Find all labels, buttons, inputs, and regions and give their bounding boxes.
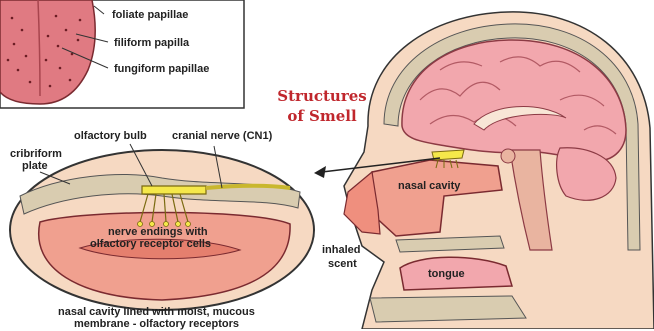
caption-line-2: membrane - olfactory receptors xyxy=(74,318,239,331)
label-foliate-papillae: foliate papillae xyxy=(112,9,188,22)
label-cribriform-line-2: plate xyxy=(22,160,48,173)
zoom-olfactory-bulb xyxy=(142,186,206,194)
label-tongue: tongue xyxy=(428,268,465,281)
head-cross-section xyxy=(314,12,654,329)
label-olfactory-bulb: olfactory bulb xyxy=(74,130,147,143)
label-nerve-endings-line-2: olfactory receptor cells xyxy=(90,238,211,251)
arrowhead-icon xyxy=(314,166,326,178)
label-nasal-cavity: nasal cavity xyxy=(398,180,460,193)
label-cranial-nerve: cranial nerve (CN1) xyxy=(172,130,272,143)
pituitary xyxy=(501,149,515,163)
label-inhaled-line-2: scent xyxy=(328,258,357,271)
label-inhaled-line-1: inhaled xyxy=(322,244,361,257)
zoom-cranial-nerve xyxy=(206,186,290,188)
jaw xyxy=(370,296,526,322)
label-filiform-papilla: filiform papilla xyxy=(114,37,189,50)
title-line-1: Structures xyxy=(262,86,382,106)
label-fungiform-papillae: fungiform papillae xyxy=(114,63,209,76)
title-line-2: of Smell xyxy=(262,106,382,126)
